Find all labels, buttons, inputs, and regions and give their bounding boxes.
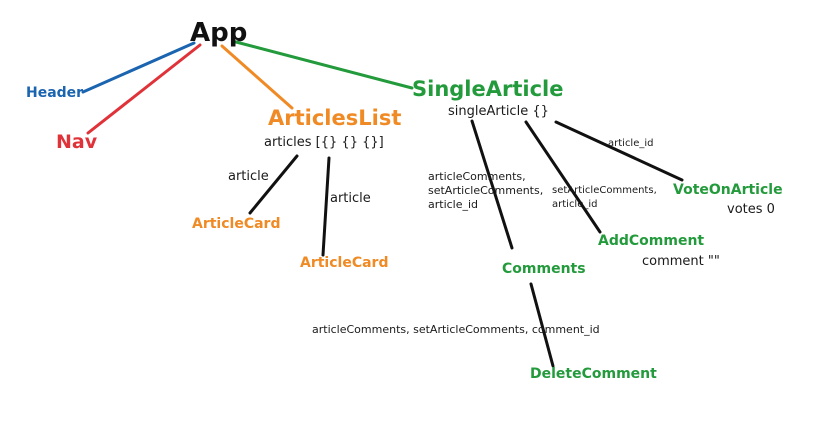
node-vote-on-article: VoteOnArticle [673, 182, 783, 198]
edge-singlearticle-comments [470, 119, 514, 250]
node-app: App [190, 18, 248, 48]
edge-app-singlearticle [234, 40, 414, 90]
edge-articleslist-card1 [248, 154, 299, 215]
add-comment-props-label: setArticleComments, article_id [552, 185, 657, 210]
node-delete-comment: DeleteComment [530, 366, 657, 382]
node-articles-list: ArticlesList [268, 106, 402, 130]
node-header: Header [26, 85, 84, 101]
comment-state-label: comment "" [642, 254, 720, 269]
single-article-state-label: singleArticle {} [448, 104, 549, 119]
article-prop-label-2: article [330, 191, 371, 206]
edge-app-nav [86, 43, 202, 135]
node-single-article: SingleArticle [412, 77, 564, 101]
node-comments: Comments [502, 261, 586, 277]
article-prop-label-1: article [228, 169, 269, 184]
delete-comment-props-label: articleComments, setArticleComments, com… [312, 323, 600, 336]
vote-prop-label: article_id [608, 138, 654, 149]
edge-app-header [81, 41, 196, 94]
edge-articleslist-card2 [321, 156, 331, 257]
articles-state-label: articles [{} {} {}] [264, 135, 384, 150]
node-add-comment: AddComment [598, 233, 705, 249]
edge-comments-deletecomment [529, 282, 555, 368]
comments-props-label: articleComments, setArticleComments, art… [428, 170, 544, 211]
node-article-card-2: ArticleCard [300, 255, 389, 271]
edge-singlearticle-addcomment [524, 120, 602, 234]
edge-app-articleslist [220, 44, 294, 110]
edge-singlearticle-vote [554, 120, 684, 182]
node-article-card-1: ArticleCard [192, 216, 281, 232]
node-nav: Nav [56, 131, 98, 153]
votes-state-label: votes 0 [727, 202, 775, 217]
